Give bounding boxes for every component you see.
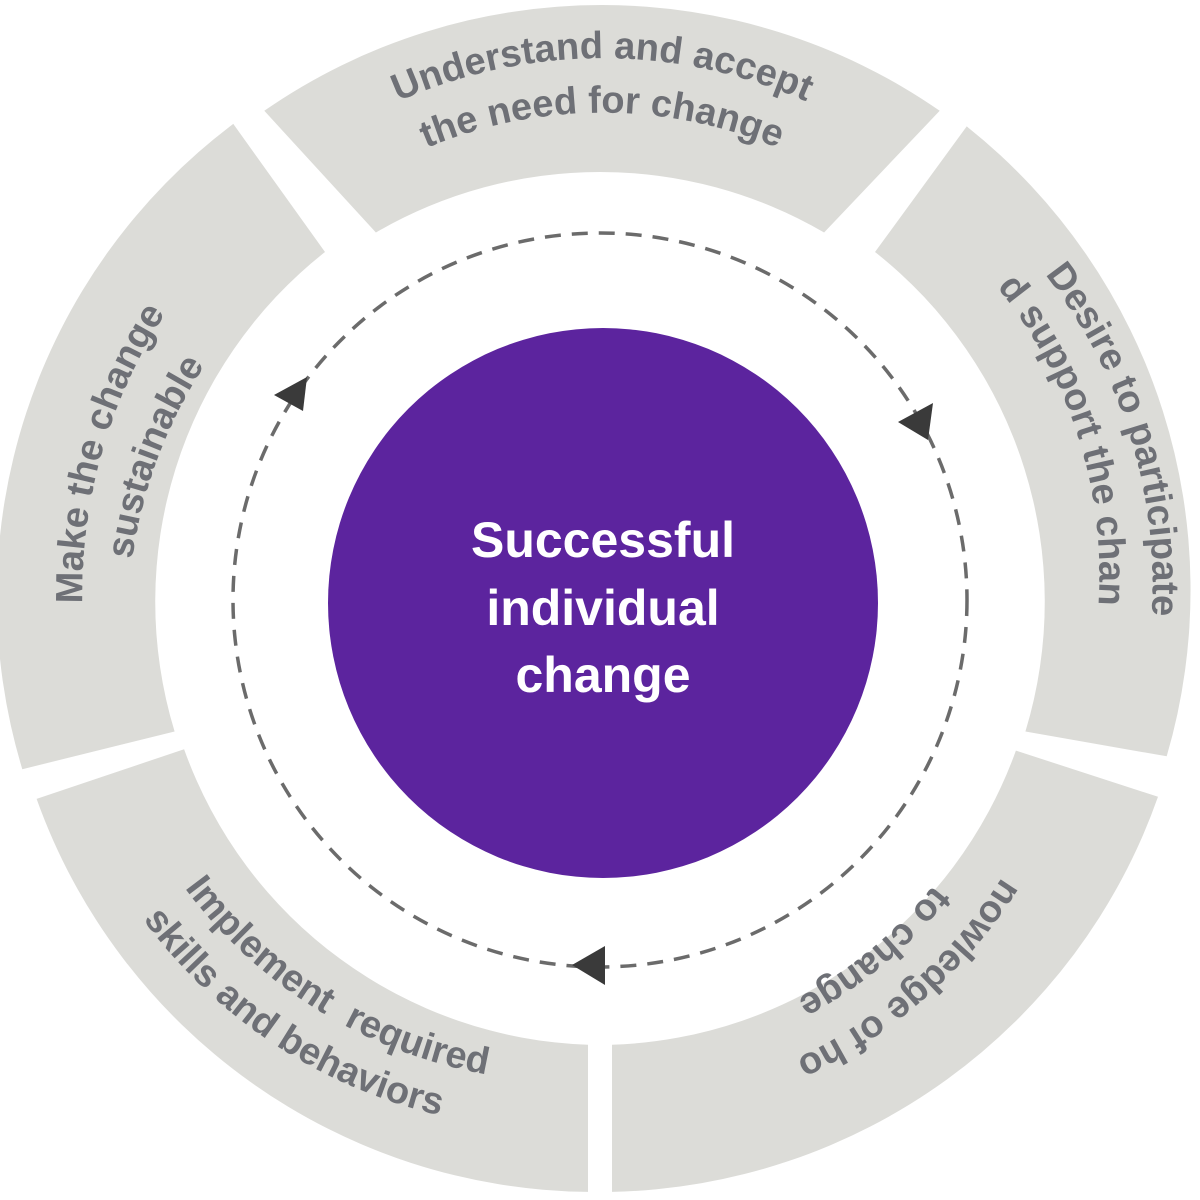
center-title-line3: change <box>515 647 690 703</box>
ring-segment-understand <box>264 5 940 233</box>
center-title-line1: Successful <box>471 512 735 568</box>
ring-segment-knowledge <box>612 750 1158 1192</box>
cycle-loop <box>231 231 969 985</box>
ring-segment-implement <box>36 749 589 1192</box>
ring-segment-desire <box>875 126 1191 757</box>
cycle-arrowhead-bottom <box>572 946 605 985</box>
center-circle <box>328 328 878 878</box>
ring-segment-sustainable <box>0 123 325 770</box>
cycle-arrowhead-right <box>898 403 933 440</box>
outer-ring <box>0 5 1191 1192</box>
center-title-line2: individual <box>486 580 719 636</box>
cycle-arrowhead-left <box>274 377 307 411</box>
center-hub: Successful individual change <box>328 328 878 878</box>
